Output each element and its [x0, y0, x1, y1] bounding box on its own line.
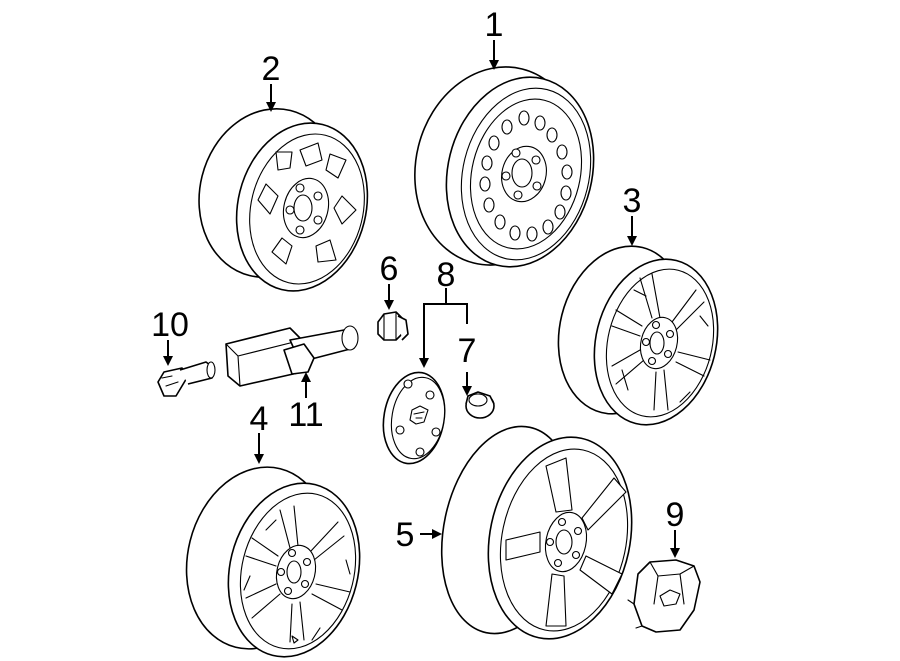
callout-4: 4 — [250, 400, 269, 438]
callout-2: 2 — [262, 50, 281, 88]
part-5-alloy-wheel — [440, 425, 633, 640]
callout-8: 8 — [437, 256, 456, 294]
alloy-wheel-twin-spokes — [243, 505, 351, 643]
callout-1: 1 — [485, 6, 504, 44]
callout-10: 10 — [151, 306, 189, 344]
part-1-steel-wheel — [414, 66, 595, 268]
callout-11: 11 — [288, 396, 323, 434]
callout-3: 3 — [623, 182, 642, 220]
alloy-wheel-split-spokes — [611, 273, 711, 411]
part-4-alloy-wheel — [185, 466, 361, 658]
callout-arrows — [163, 40, 680, 558]
alloy-wheel-spoke-windows — [257, 142, 357, 265]
part-2-alloy-wheel — [198, 108, 369, 292]
part-10-valve-stem — [157, 361, 216, 397]
callout-6: 6 — [380, 250, 399, 288]
part-3-alloy-wheel — [557, 245, 719, 426]
callout-5: 5 — [396, 516, 415, 554]
part-6-lug-nut — [377, 311, 409, 341]
alloy-wheel-five-spokes — [505, 457, 627, 627]
callout-7: 7 — [458, 332, 477, 370]
part-11-tpms-sensor — [225, 325, 359, 387]
callout-labels: 1 2 3 4 5 6 7 8 9 10 11 — [151, 6, 684, 554]
part-9-center-cap — [627, 559, 701, 633]
steel-wheel-vent-holes — [479, 110, 573, 242]
callout-9: 9 — [666, 496, 685, 534]
part-7-lug-nut — [465, 391, 495, 419]
part-8-center-cap — [382, 371, 446, 465]
